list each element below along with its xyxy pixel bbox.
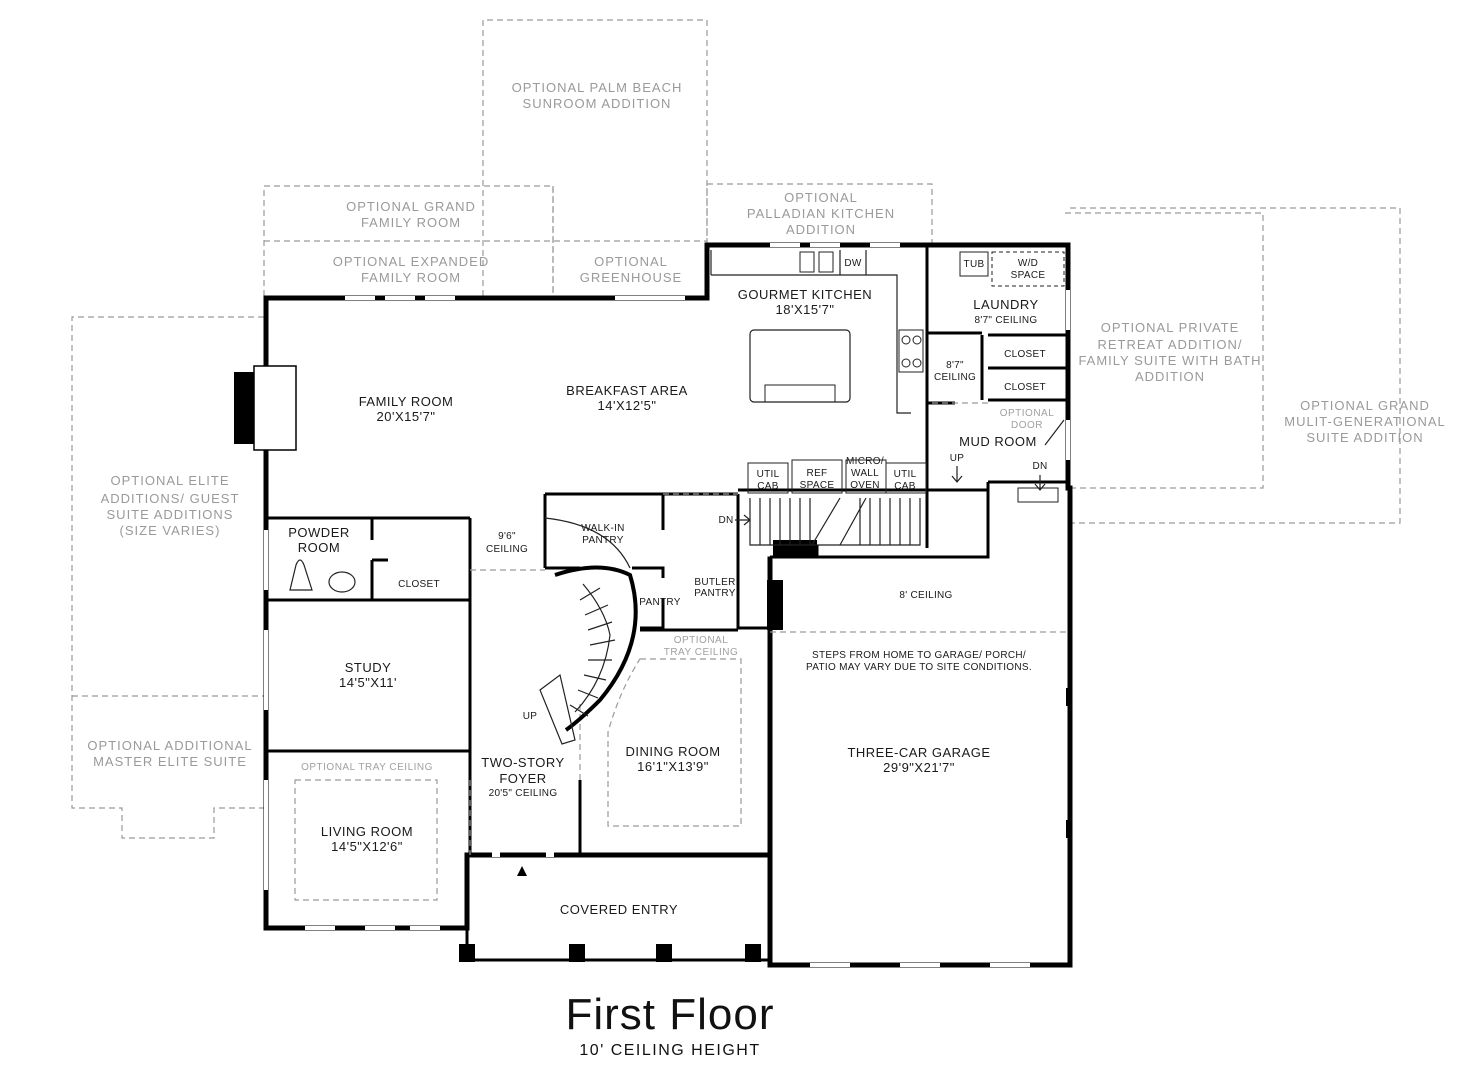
- dn-mud: DN: [1032, 461, 1047, 472]
- living-room-name: LIVING ROOM: [321, 824, 413, 839]
- study-size: 14'5"X11': [339, 675, 397, 690]
- garage-name: THREE-CAR GARAGE: [847, 745, 990, 760]
- opt-tray-dining-1: OPTIONAL: [674, 635, 729, 646]
- laundry-name: LAUNDRY: [973, 297, 1038, 312]
- util-cab-2a: UTIL: [894, 469, 917, 480]
- micro-2: WALL: [851, 468, 879, 479]
- ceiling-96-2: CEILING: [486, 544, 528, 555]
- walk-in-pantry-1: WALK-IN: [581, 523, 624, 534]
- walk-in-pantry-2: PANTRY: [582, 535, 623, 546]
- opt-retreat-1: OPTIONAL PRIVATE: [1101, 320, 1240, 335]
- breakfast-name: BREAKFAST AREA: [566, 383, 688, 398]
- steps-note-1: STEPS FROM HOME TO GARAGE/ PORCH/: [812, 650, 1026, 661]
- opt-tray-living: OPTIONAL TRAY CEILING: [301, 762, 433, 773]
- opt-master-elite-2: MASTER ELITE SUITE: [93, 754, 247, 769]
- opt-elite-4: (SIZE VARIES): [120, 523, 221, 538]
- opt-expanded-family-2: FAMILY ROOM: [361, 270, 461, 285]
- util-cab-1a: UTIL: [757, 469, 780, 480]
- closet-laundry: CLOSET: [1004, 349, 1046, 360]
- opt-expanded-family-1: OPTIONAL EXPANDED: [333, 254, 489, 269]
- micro-1: MICRO/: [846, 456, 884, 467]
- wd-space-2: SPACE: [1011, 270, 1046, 281]
- opt-greenhouse-2: GREENHOUSE: [580, 270, 682, 285]
- butler-pantry-1: BUTLER: [694, 577, 735, 588]
- foyer-size: 20'5" CEILING: [489, 788, 558, 799]
- family-room-name: FAMILY ROOM: [359, 394, 454, 409]
- pantry-label: PANTRY: [639, 597, 680, 608]
- garage-size: 29'9"X21'7": [883, 760, 955, 775]
- wd-space-1: W/D: [1018, 258, 1038, 269]
- tub-label: TUB: [964, 259, 985, 270]
- opt-retreat-4: ADDITION: [1135, 369, 1205, 384]
- opt-palm-beach-1: OPTIONAL PALM BEACH: [512, 80, 683, 95]
- opt-multigen-3: SUITE ADDITION: [1306, 430, 1423, 445]
- dining-room-name: DINING ROOM: [625, 744, 720, 759]
- foyer-name-1: TWO-STORY: [481, 755, 564, 770]
- optional-labels: OPTIONAL PALM BEACH SUNROOM ADDITION OPT…: [87, 80, 1446, 773]
- dw-label: DW: [844, 258, 862, 269]
- util-cab-1b: CAB: [757, 481, 778, 492]
- interior-lines: [289, 250, 1068, 876]
- opt-door-1: OPTIONAL: [1000, 408, 1055, 419]
- opt-door-2: DOOR: [1011, 420, 1043, 431]
- util-cab-2b: CAB: [894, 481, 915, 492]
- walls: [234, 242, 1073, 968]
- family-room-size: 20'X15'7": [377, 409, 436, 424]
- up-foyer: UP: [523, 711, 538, 722]
- opt-grand-family-2: FAMILY ROOM: [361, 215, 461, 230]
- study-name: STUDY: [345, 660, 392, 675]
- dn-stairs: DN: [718, 515, 733, 526]
- micro-3: OVEN: [850, 480, 880, 491]
- opt-elite-2: ADDITIONS/ GUEST: [101, 491, 240, 506]
- mud-room-name: MUD ROOM: [959, 434, 1037, 449]
- opt-retreat-2: RETREAT ADDITION/: [1097, 337, 1242, 352]
- dining-room-size: 16'1"X13'9": [637, 759, 709, 774]
- room-labels: FAMILY ROOM 20'X15'7" BREAKFAST AREA 14'…: [288, 287, 1038, 917]
- garage-ceiling: 8' CEILING: [899, 590, 952, 601]
- optional-additions: [71, 19, 1401, 901]
- up-mud: UP: [950, 453, 965, 464]
- ceiling-87-1: 8'7": [946, 360, 964, 371]
- ref-space-1: REF: [807, 468, 828, 479]
- kitchen-name: GOURMET KITCHEN: [738, 287, 872, 302]
- ceiling-87-2: CEILING: [934, 372, 976, 383]
- opt-multigen-2: MULIT-GENERATIONAL: [1284, 414, 1446, 429]
- fixture-labels: DW TUB W/D SPACE CLOSET CLOSET 8'7" CEIL…: [398, 258, 1047, 722]
- ref-space-2: SPACE: [800, 480, 835, 491]
- foyer-name-2: FOYER: [499, 771, 546, 786]
- windows: [264, 243, 1070, 967]
- opt-greenhouse-1: OPTIONAL: [594, 254, 668, 269]
- opt-elite-1: OPTIONAL ELITE: [111, 473, 230, 488]
- opt-retreat-3: FAMILY SUITE WITH BATH: [1078, 353, 1261, 368]
- floor-title: First Floor: [565, 990, 775, 1039]
- opt-palladian-1: OPTIONAL: [784, 190, 858, 205]
- floor-subtitle: 10' CEILING HEIGHT: [579, 1042, 761, 1059]
- opt-grand-family-1: OPTIONAL GRAND: [346, 199, 476, 214]
- ceiling-96-1: 9'6": [498, 531, 516, 542]
- laundry-ceiling: 8'7" CEILING: [975, 315, 1038, 326]
- steps-note-2: PATIO MAY VARY DUE TO SITE CONDITIONS.: [806, 662, 1032, 673]
- closet-powder: CLOSET: [398, 579, 440, 590]
- opt-palm-beach-2: SUNROOM ADDITION: [523, 96, 672, 111]
- opt-elite-3: SUITE ADDITIONS: [107, 507, 234, 522]
- closet-mud: CLOSET: [1004, 382, 1046, 393]
- powder-room-1: POWDER: [288, 525, 350, 540]
- powder-room-2: ROOM: [298, 540, 340, 555]
- covered-entry-name: COVERED ENTRY: [560, 902, 678, 917]
- breakfast-size: 14'X12'5": [598, 398, 657, 413]
- opt-palladian-2: PALLADIAN KITCHEN: [747, 206, 895, 221]
- opt-tray-dining-2: TRAY CEILING: [664, 647, 739, 658]
- opt-multigen-1: OPTIONAL GRAND: [1300, 398, 1430, 413]
- butler-pantry-2: PANTRY: [694, 588, 735, 599]
- opt-palladian-3: ADDITION: [786, 222, 856, 237]
- living-room-size: 14'5"X12'6": [331, 839, 403, 854]
- kitchen-size: 18'X15'7": [776, 302, 835, 317]
- opt-master-elite-1: OPTIONAL ADDITIONAL: [87, 738, 252, 753]
